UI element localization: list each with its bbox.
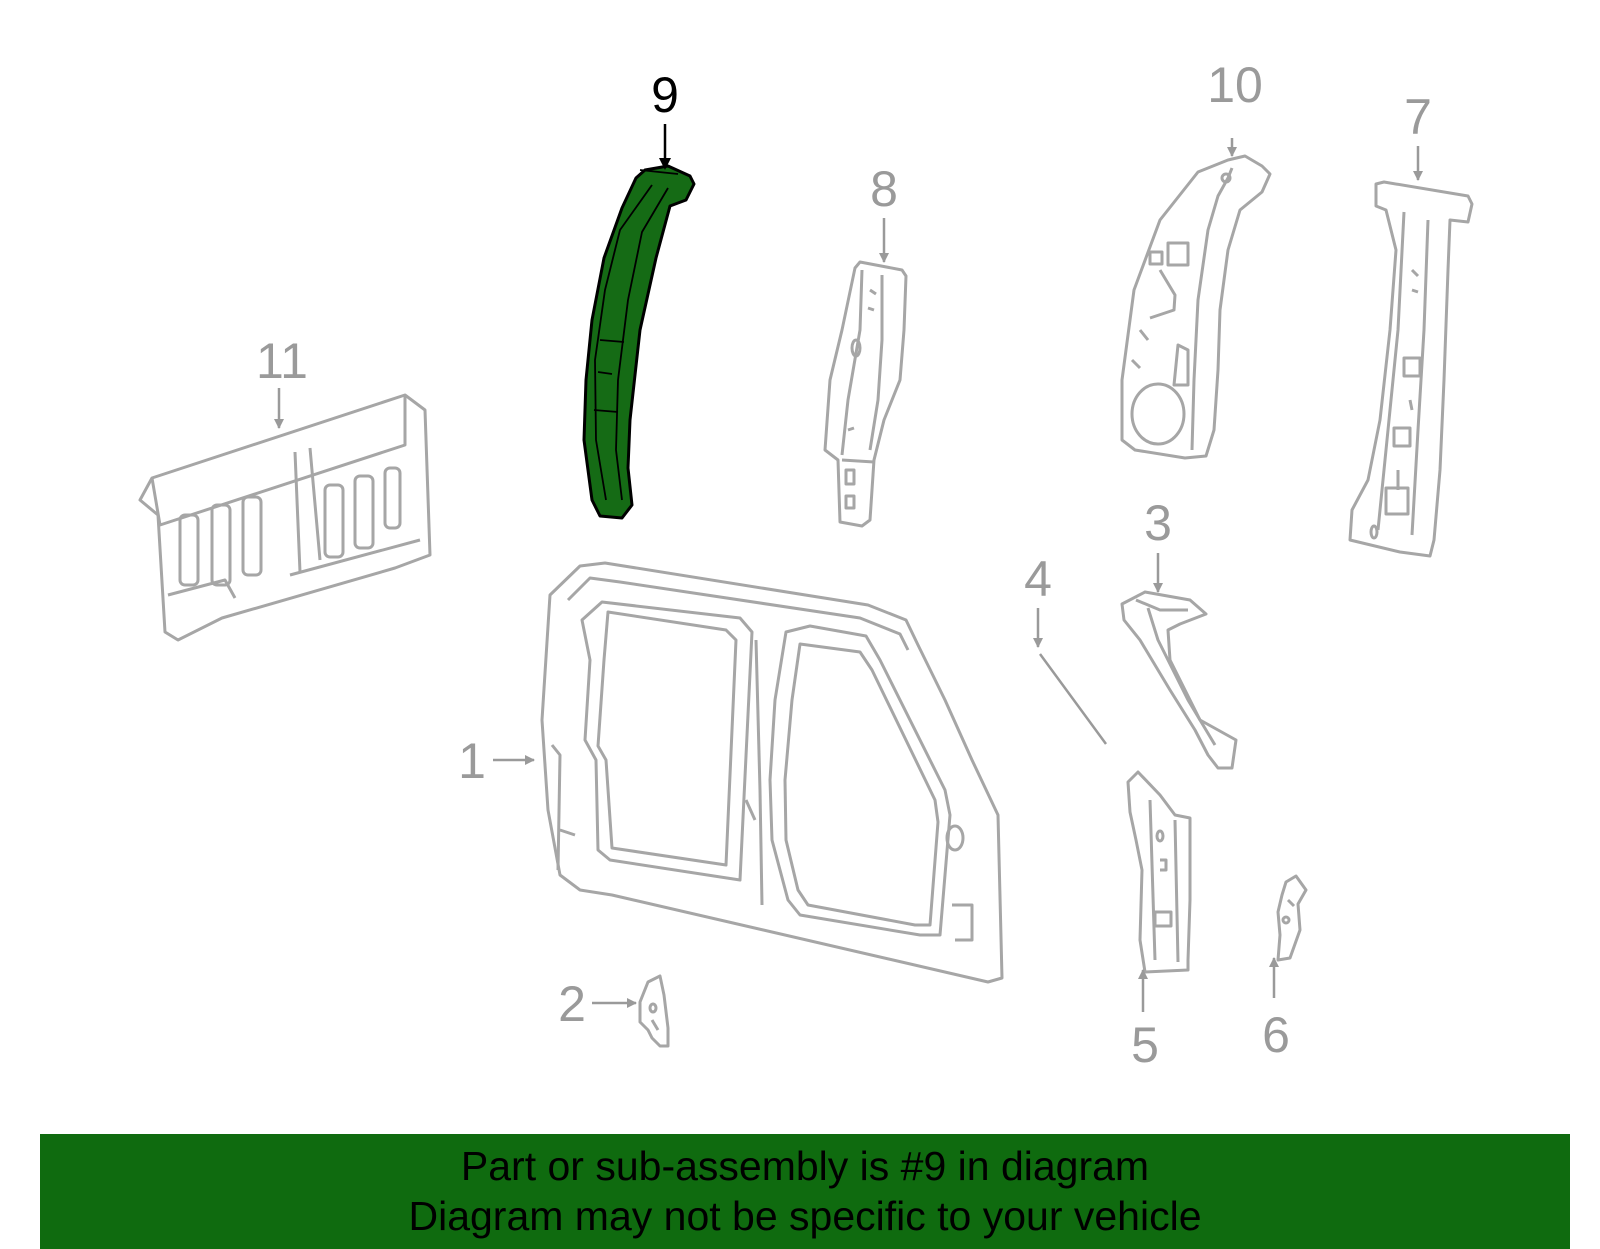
callout-6: 6 xyxy=(1262,1007,1290,1063)
callout-labels: 9 11 8 10 7 3 4 1 2 5 6 xyxy=(256,57,1432,1073)
callout-8: 8 xyxy=(870,161,898,217)
banner-part-text: Part or sub-assembly is #9 in diagram xyxy=(460,1143,1150,1190)
callout-7: 7 xyxy=(1404,89,1432,145)
parts-diagram: 9 11 8 10 7 3 4 1 2 5 6 xyxy=(138,57,1474,1073)
part-8-reinforcement[interactable] xyxy=(823,260,908,528)
part-5-lower-pillar[interactable] xyxy=(1126,770,1192,974)
part-3-bracket[interactable] xyxy=(1120,590,1238,770)
info-banner: Part or sub-assembly is #9 in diagram Di… xyxy=(40,1134,1570,1249)
callout-2: 2 xyxy=(558,976,586,1032)
callout-leaders xyxy=(274,124,1423,1012)
part-6-small-bracket[interactable] xyxy=(1276,874,1308,962)
callout-3: 3 xyxy=(1144,495,1172,551)
callout-9: 9 xyxy=(651,67,679,123)
callout-1: 1 xyxy=(458,733,486,789)
part-9-highlighted-pillar[interactable] xyxy=(582,164,696,520)
callout-5: 5 xyxy=(1131,1017,1159,1073)
part-2-small-bracket[interactable] xyxy=(638,974,670,1048)
callout-4: 4 xyxy=(1024,551,1052,607)
part-10-pillar-inner[interactable] xyxy=(1120,154,1272,460)
callout-11: 11 xyxy=(256,333,308,389)
part-7-b-pillar[interactable] xyxy=(1348,180,1474,558)
banner-disclaimer-text: Diagram may not be specific to your vehi… xyxy=(408,1192,1202,1239)
part-1-side-panel[interactable] xyxy=(540,561,1004,984)
callout-10: 10 xyxy=(1207,57,1263,113)
part-11-back-panel[interactable] xyxy=(138,393,432,642)
